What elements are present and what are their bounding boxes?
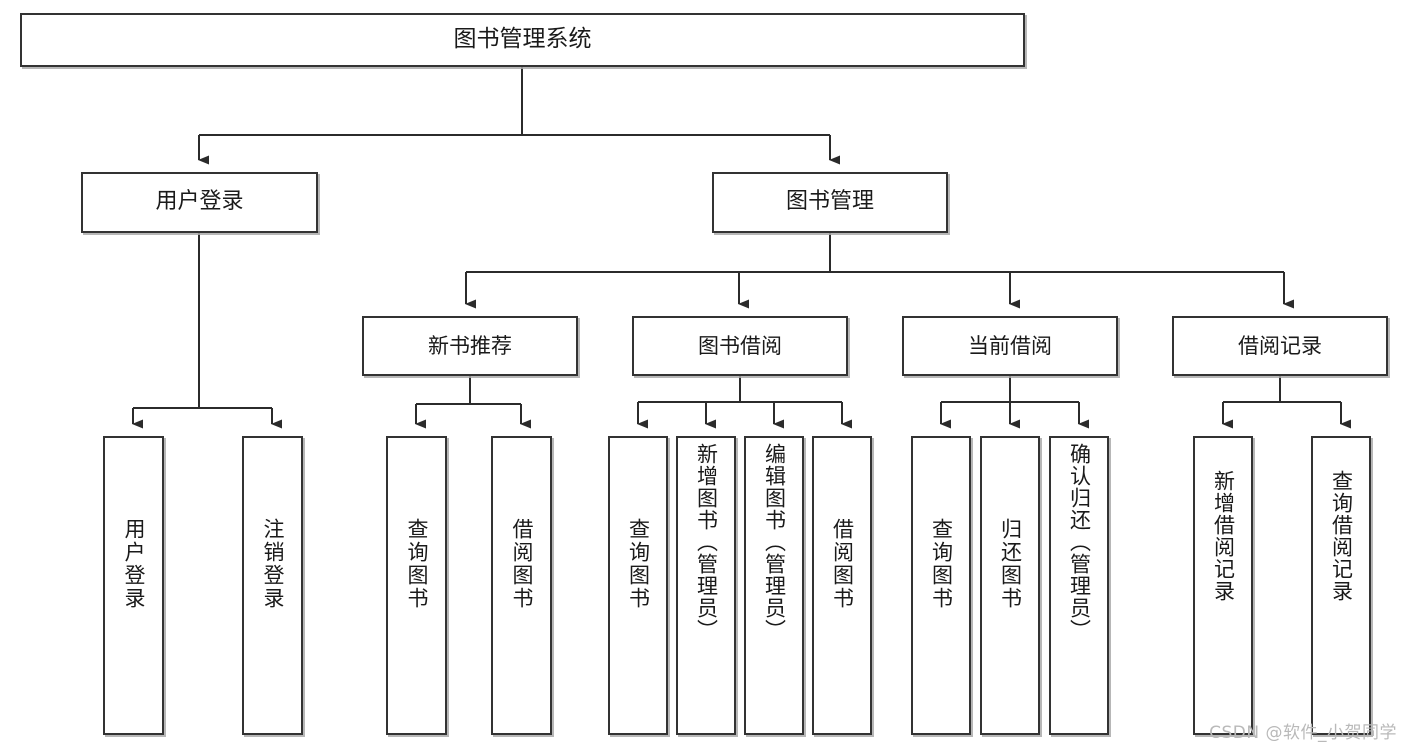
node-book-management[interactable]: 图书管理 bbox=[712, 172, 948, 233]
node-new-book-recommend[interactable]: 新书推荐 bbox=[362, 316, 578, 376]
leaf-edit-book-admin[interactable]: 编辑图书（管理员） bbox=[744, 436, 804, 735]
node-book-borrow[interactable]: 图书借阅 bbox=[632, 316, 848, 376]
node-borrow-record-label: 借阅记录 bbox=[1238, 333, 1322, 358]
node-user-login[interactable]: 用户登录 bbox=[81, 172, 318, 233]
leaf-query-borrow-record-label: 查询借阅记录 bbox=[1329, 470, 1354, 602]
node-root-library-system[interactable]: 图书管理系统 bbox=[20, 13, 1025, 67]
node-borrow-record[interactable]: 借阅记录 bbox=[1172, 316, 1388, 376]
leaf-add-borrow-record-label: 新增借阅记录 bbox=[1211, 470, 1236, 602]
leaf-query-book-borrow[interactable]: 查询图书 bbox=[608, 436, 668, 735]
leaf-user-logout-label: 注销登录 bbox=[261, 518, 285, 610]
leaf-edit-book-admin-label: 编辑图书（管理员） bbox=[762, 443, 787, 641]
node-book-management-label: 图书管理 bbox=[785, 189, 874, 215]
leaf-query-book-borrow-label: 查询图书 bbox=[626, 518, 651, 610]
leaf-user-login[interactable]: 用户登录 bbox=[103, 436, 164, 735]
leaf-borrow-book-borrow[interactable]: 借阅图书 bbox=[812, 436, 872, 735]
leaf-query-book-recommend-label: 查询图书 bbox=[405, 518, 429, 610]
leaf-query-borrow-record[interactable]: 查询借阅记录 bbox=[1311, 436, 1371, 735]
leaf-return-book[interactable]: 归还图书 bbox=[980, 436, 1040, 735]
node-current-borrow-label: 当前借阅 bbox=[968, 333, 1052, 358]
leaf-borrow-book-borrow-label: 借阅图书 bbox=[830, 518, 855, 610]
leaf-add-book-admin[interactable]: 新增图书（管理员） bbox=[676, 436, 736, 735]
node-current-borrow[interactable]: 当前借阅 bbox=[902, 316, 1118, 376]
leaf-return-book-label: 归还图书 bbox=[998, 518, 1023, 610]
node-user-login-label: 用户登录 bbox=[155, 189, 244, 215]
leaf-query-book-recommend[interactable]: 查询图书 bbox=[386, 436, 447, 735]
node-root-label: 图书管理系统 bbox=[453, 26, 592, 53]
leaf-borrow-book-recommend-label: 借阅图书 bbox=[510, 518, 534, 610]
leaf-confirm-return-admin[interactable]: 确认归还（管理员） bbox=[1049, 436, 1109, 735]
leaf-confirm-return-admin-label: 确认归还（管理员） bbox=[1067, 443, 1092, 641]
node-book-borrow-label: 图书借阅 bbox=[698, 333, 782, 358]
leaf-user-login-label: 用户登录 bbox=[122, 518, 146, 610]
leaf-add-borrow-record[interactable]: 新增借阅记录 bbox=[1193, 436, 1253, 735]
leaf-add-book-admin-label: 新增图书（管理员） bbox=[694, 443, 719, 641]
leaf-borrow-book-recommend[interactable]: 借阅图书 bbox=[491, 436, 552, 735]
leaf-user-logout[interactable]: 注销登录 bbox=[242, 436, 303, 735]
leaf-query-book-current[interactable]: 查询图书 bbox=[911, 436, 971, 735]
leaf-query-book-current-label: 查询图书 bbox=[929, 518, 954, 610]
node-new-book-recommend-label: 新书推荐 bbox=[428, 333, 512, 358]
csdn-watermark: CSDN @软件_小贺同学 bbox=[1209, 723, 1397, 743]
